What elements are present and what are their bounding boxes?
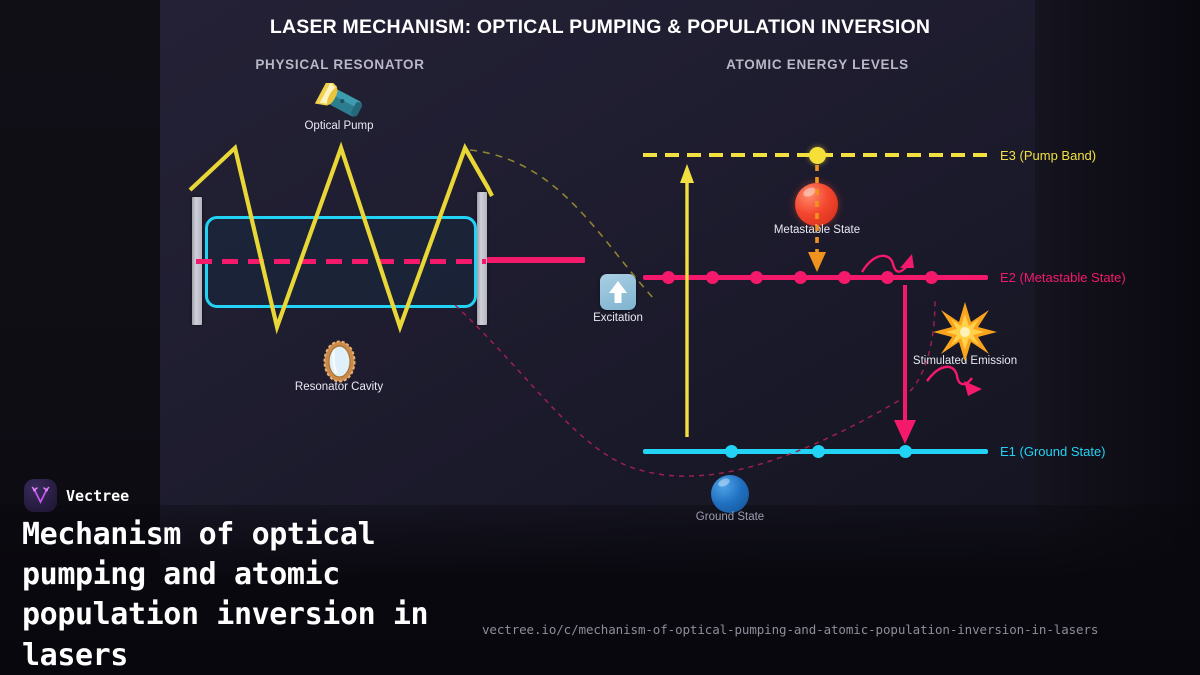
electron-e2 — [662, 271, 675, 284]
electron-e2 — [881, 271, 894, 284]
electron-e2 — [750, 271, 763, 284]
mirror-oval-icon — [323, 340, 356, 383]
output-beam — [487, 257, 585, 263]
section-heading-energy: ATOMIC ENERGY LEVELS — [726, 57, 909, 72]
electron-e2 — [794, 271, 807, 284]
resonator-cavity-label: Resonator Cavity — [294, 381, 384, 393]
electron-e2 — [838, 271, 851, 284]
ground-state-sphere — [711, 475, 749, 513]
electron-e3 — [809, 147, 826, 164]
energy-level-label-e2: E2 (Metastable State) — [1000, 270, 1126, 285]
stimulated-emission-label: Stimulated Emission — [912, 355, 1018, 367]
metastable-state-label: Metastable State — [773, 224, 861, 236]
flashlight-icon — [311, 77, 369, 119]
ground-state-label: Ground State — [695, 511, 765, 523]
intracavity-beam — [196, 259, 486, 264]
vectree-logo-icon — [24, 479, 57, 512]
electron-e1 — [812, 445, 825, 458]
electron-e1 — [899, 445, 912, 458]
section-heading-resonator: PHYSICAL RESONATOR — [255, 57, 425, 72]
electron-e2 — [925, 271, 938, 284]
brand-name: Vectree — [66, 486, 130, 505]
electron-e2 — [706, 271, 719, 284]
up-arrow-icon — [600, 274, 636, 310]
background-bottom-fade — [0, 505, 1200, 675]
optical-pump-label: Optical Pump — [304, 120, 374, 132]
caption-text: Mechanism of optical pumping and atomic … — [22, 517, 429, 673]
electron-e1 — [725, 445, 738, 458]
brand: Vectree — [24, 479, 129, 512]
energy-level-label-e1: E1 (Ground State) — [1000, 444, 1106, 459]
page-title: LASER MECHANISM: OPTICAL PUMPING & POPUL… — [269, 16, 931, 38]
energy-level-label-e3: E3 (Pump Band) — [1000, 148, 1097, 163]
energy-level-line-e2 — [643, 275, 988, 280]
metastable-state-sphere — [795, 183, 838, 226]
source-url: vectree.io/c/mechanism-of-optical-pumpin… — [482, 622, 1099, 637]
excitation-label: Excitation — [593, 312, 643, 324]
